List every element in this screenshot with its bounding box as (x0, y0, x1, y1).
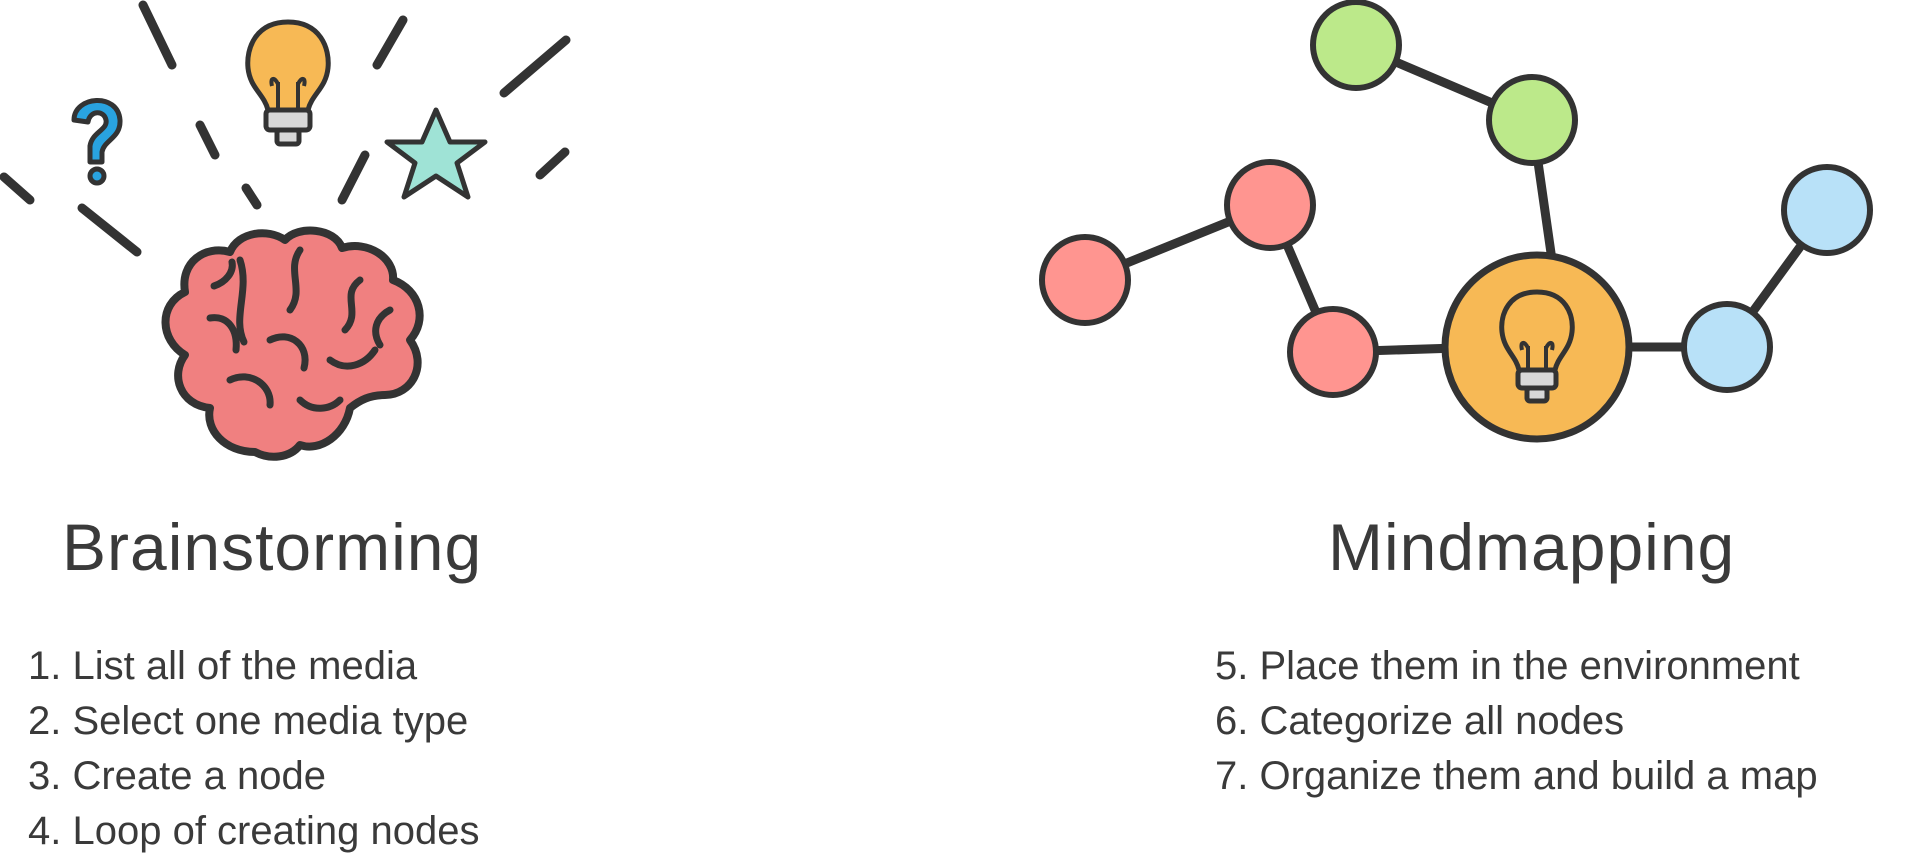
mindmapping-title: Mindmapping (1328, 510, 1736, 584)
mindmap-node-red-2 (1224, 159, 1316, 251)
brainstorming-steps: 1. List all of the media 2. Select one m… (28, 639, 479, 859)
brainstorming-step: 3. Create a node (28, 754, 326, 798)
brainstorming-step: 2. Select one media type (28, 699, 469, 743)
mindmapping-step: 6. Categorize all nodes (1215, 699, 1625, 743)
brainstorming-step: 1. List all of the media (28, 644, 418, 688)
central-idea-lightbulb-icon (1499, 289, 1575, 404)
lightbulb-icon (245, 19, 331, 147)
star-icon (384, 107, 488, 200)
mindmap-node-blue-1 (1681, 301, 1773, 393)
mindmap-node-red-3 (1287, 306, 1379, 398)
brain-icon (161, 226, 424, 461)
mindmapping-step: 7. Organize them and build a map (1215, 754, 1818, 798)
mindmap-node-green-1 (1310, 0, 1402, 91)
idea-burst-lines (0, 0, 571, 257)
brainstorming-step: 4. Loop of creating nodes (28, 809, 480, 853)
mindmapping-steps: 5. Place them in the environment 6. Cate… (1215, 639, 1818, 804)
question-mark-icon (71, 98, 123, 186)
mindmap-node-blue-2 (1781, 164, 1873, 256)
mindmap-node-green-2 (1486, 74, 1578, 166)
mindmap-node-red-1 (1039, 234, 1131, 326)
mindmapping-step: 5. Place them in the environment (1215, 644, 1800, 688)
brainstorming-title: Brainstorming (62, 510, 483, 584)
mindmap-central-node (1441, 251, 1633, 443)
